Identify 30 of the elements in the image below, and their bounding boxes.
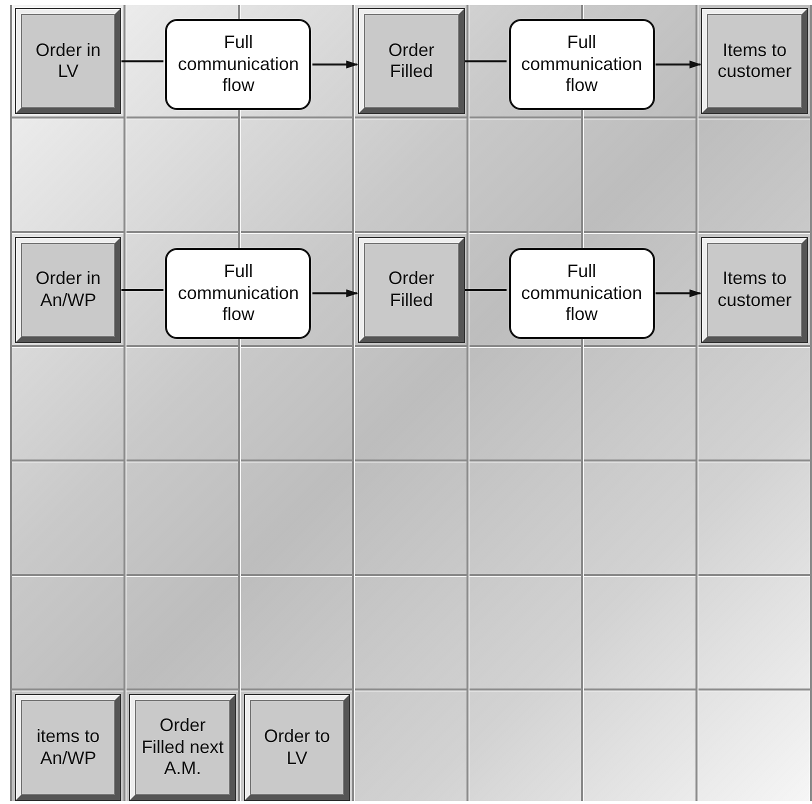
arrow [656, 289, 702, 298]
node-label: items to An/WP [36, 726, 101, 770]
arrow [656, 60, 702, 68]
beveled-tile-box [16, 695, 120, 800]
beveled-tile-box [359, 9, 464, 114]
beveled-tile-box [244, 695, 350, 800]
node-label: Full communication flow [176, 32, 300, 97]
process-box [165, 248, 312, 339]
beveled-tile-box [130, 695, 235, 800]
beveled-tile-box [16, 9, 120, 114]
node-label: Full communication flow [520, 260, 644, 326]
process-box [165, 19, 312, 110]
node-label: Full communication flow [176, 260, 300, 326]
node-label: Order in LV [34, 40, 102, 83]
node-label: Items to customer [716, 40, 793, 83]
node-label: Order Filled [387, 40, 436, 83]
node-label: Order in An/WP [34, 268, 102, 312]
node-label: Full communication flow [520, 32, 644, 97]
beveled-tile-box [359, 238, 464, 342]
node-label: Order to LV [262, 726, 331, 770]
arrow [312, 60, 358, 68]
beveled-tile-box [702, 238, 807, 342]
arrow [312, 289, 358, 298]
process-box [508, 248, 655, 339]
beveled-tile-box [16, 238, 120, 342]
node-label: Order Filled [387, 268, 436, 312]
process-box [508, 19, 655, 110]
beveled-tile-box [702, 9, 807, 114]
node-label: Order Filled next A.M. [140, 715, 225, 780]
node-label: Items to customer [716, 268, 793, 312]
